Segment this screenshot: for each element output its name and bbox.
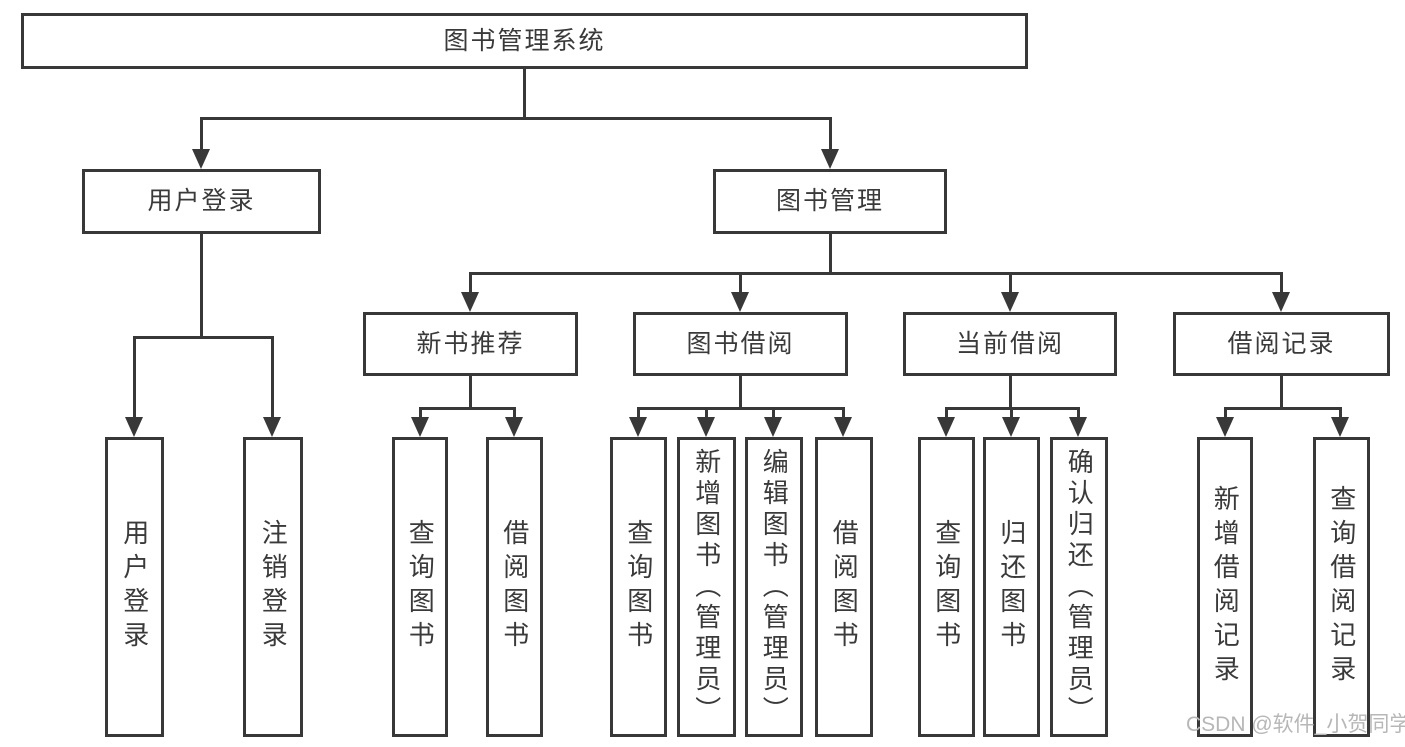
arrow-down-icon bbox=[821, 149, 839, 169]
node-book-borrow: 图书借阅 bbox=[633, 312, 848, 376]
connector-current-borrow-stem bbox=[1009, 376, 1012, 407]
leaf-cb-confirm-return-admin: 确认归还（管理员） bbox=[1050, 437, 1108, 737]
connector-new-book-recommend-split bbox=[419, 407, 516, 410]
leaf-cb-query-books: 查询图书 bbox=[918, 437, 975, 737]
connector-user-login-stem bbox=[200, 234, 203, 336]
arrow-down-icon bbox=[1216, 417, 1234, 437]
arrow-down-icon bbox=[731, 292, 749, 312]
arrow-down-icon bbox=[1002, 417, 1020, 437]
connector-root-split bbox=[200, 117, 832, 120]
connector-new-book-recommend-stem bbox=[469, 376, 472, 407]
connector-to-book-borrow bbox=[739, 272, 742, 294]
connector-leaf-stem bbox=[1077, 407, 1080, 419]
node-book-management: 图书管理 bbox=[713, 169, 947, 234]
connector-borrow-record-split bbox=[1224, 407, 1342, 410]
arrow-down-icon bbox=[1069, 417, 1087, 437]
node-user-login: 用户登录 bbox=[82, 169, 321, 234]
arrow-down-icon bbox=[697, 417, 715, 437]
leaf-cb-return-books: 归还图书 bbox=[983, 437, 1040, 737]
connector-to-user-login bbox=[200, 117, 203, 151]
connector-user-login-split bbox=[133, 336, 274, 339]
connector-leaf-stem bbox=[945, 407, 948, 419]
connector-leaf-stem bbox=[1339, 407, 1342, 419]
connector-leaf-stem bbox=[1010, 407, 1013, 419]
connector-to-current-borrow bbox=[1009, 272, 1012, 294]
connector-leaf-stem bbox=[637, 407, 640, 419]
connector-root-stem bbox=[523, 69, 526, 117]
node-current-borrow: 当前借阅 bbox=[903, 312, 1117, 376]
arrow-down-icon bbox=[834, 417, 852, 437]
node-new-book-recommend: 新书推荐 bbox=[363, 312, 578, 376]
connector-leaf-stem bbox=[513, 407, 516, 419]
arrow-down-icon bbox=[411, 417, 429, 437]
connector-leaf-stem bbox=[1224, 407, 1227, 419]
connector-leaf-stem bbox=[705, 407, 708, 419]
leaf-nbr-borrow-books: 借阅图书 bbox=[486, 437, 543, 737]
arrow-down-icon bbox=[192, 149, 210, 169]
csdn-watermark: CSDN @软件_小贺同学 bbox=[1186, 713, 1405, 736]
arrow-down-icon bbox=[1272, 292, 1290, 312]
leaf-bb-query-books: 查询图书 bbox=[610, 437, 667, 737]
arrow-down-icon bbox=[461, 292, 479, 312]
arrow-down-icon bbox=[1001, 292, 1019, 312]
connector-borrow-record-stem bbox=[1280, 376, 1283, 407]
arrow-down-icon bbox=[505, 417, 523, 437]
connector-leaf-stem bbox=[842, 407, 845, 419]
leaf-br-add-borrow-record: 新增借阅记录 bbox=[1197, 437, 1253, 737]
arrow-down-icon bbox=[125, 417, 143, 437]
connector-to-leaf-user-login bbox=[133, 336, 136, 419]
leaf-br-query-borrow-record: 查询借阅记录 bbox=[1313, 437, 1370, 737]
node-library-management-system: 图书管理系统 bbox=[21, 13, 1028, 69]
arrow-down-icon bbox=[764, 417, 782, 437]
connector-book-borrow-stem bbox=[739, 376, 742, 407]
arrow-down-icon bbox=[629, 417, 647, 437]
arrow-down-icon bbox=[1331, 417, 1349, 437]
leaf-bb-edit-books-admin: 编辑图书（管理员） bbox=[745, 437, 803, 737]
connector-to-new-book-recommend bbox=[469, 272, 472, 294]
leaf-user-login: 用户登录 bbox=[105, 437, 164, 737]
arrow-down-icon bbox=[263, 417, 281, 437]
arrow-down-icon bbox=[937, 417, 955, 437]
leaf-nbr-query-books: 查询图书 bbox=[392, 437, 448, 737]
connector-to-leaf-logout bbox=[271, 336, 274, 419]
connector-book-management-stem bbox=[829, 234, 832, 272]
leaf-bb-borrow-books: 借阅图书 bbox=[815, 437, 873, 737]
connector-leaf-stem bbox=[419, 407, 422, 419]
connector-book-borrow-split bbox=[637, 407, 844, 410]
leaf-logout: 注销登录 bbox=[243, 437, 303, 737]
connector-to-borrow-record bbox=[1280, 272, 1283, 294]
connector-to-book-management bbox=[829, 117, 832, 151]
node-borrow-record: 借阅记录 bbox=[1173, 312, 1390, 376]
connector-book-management-split bbox=[469, 272, 1282, 275]
connector-leaf-stem bbox=[772, 407, 775, 419]
leaf-bb-add-books-admin: 新增图书（管理员） bbox=[677, 437, 736, 737]
